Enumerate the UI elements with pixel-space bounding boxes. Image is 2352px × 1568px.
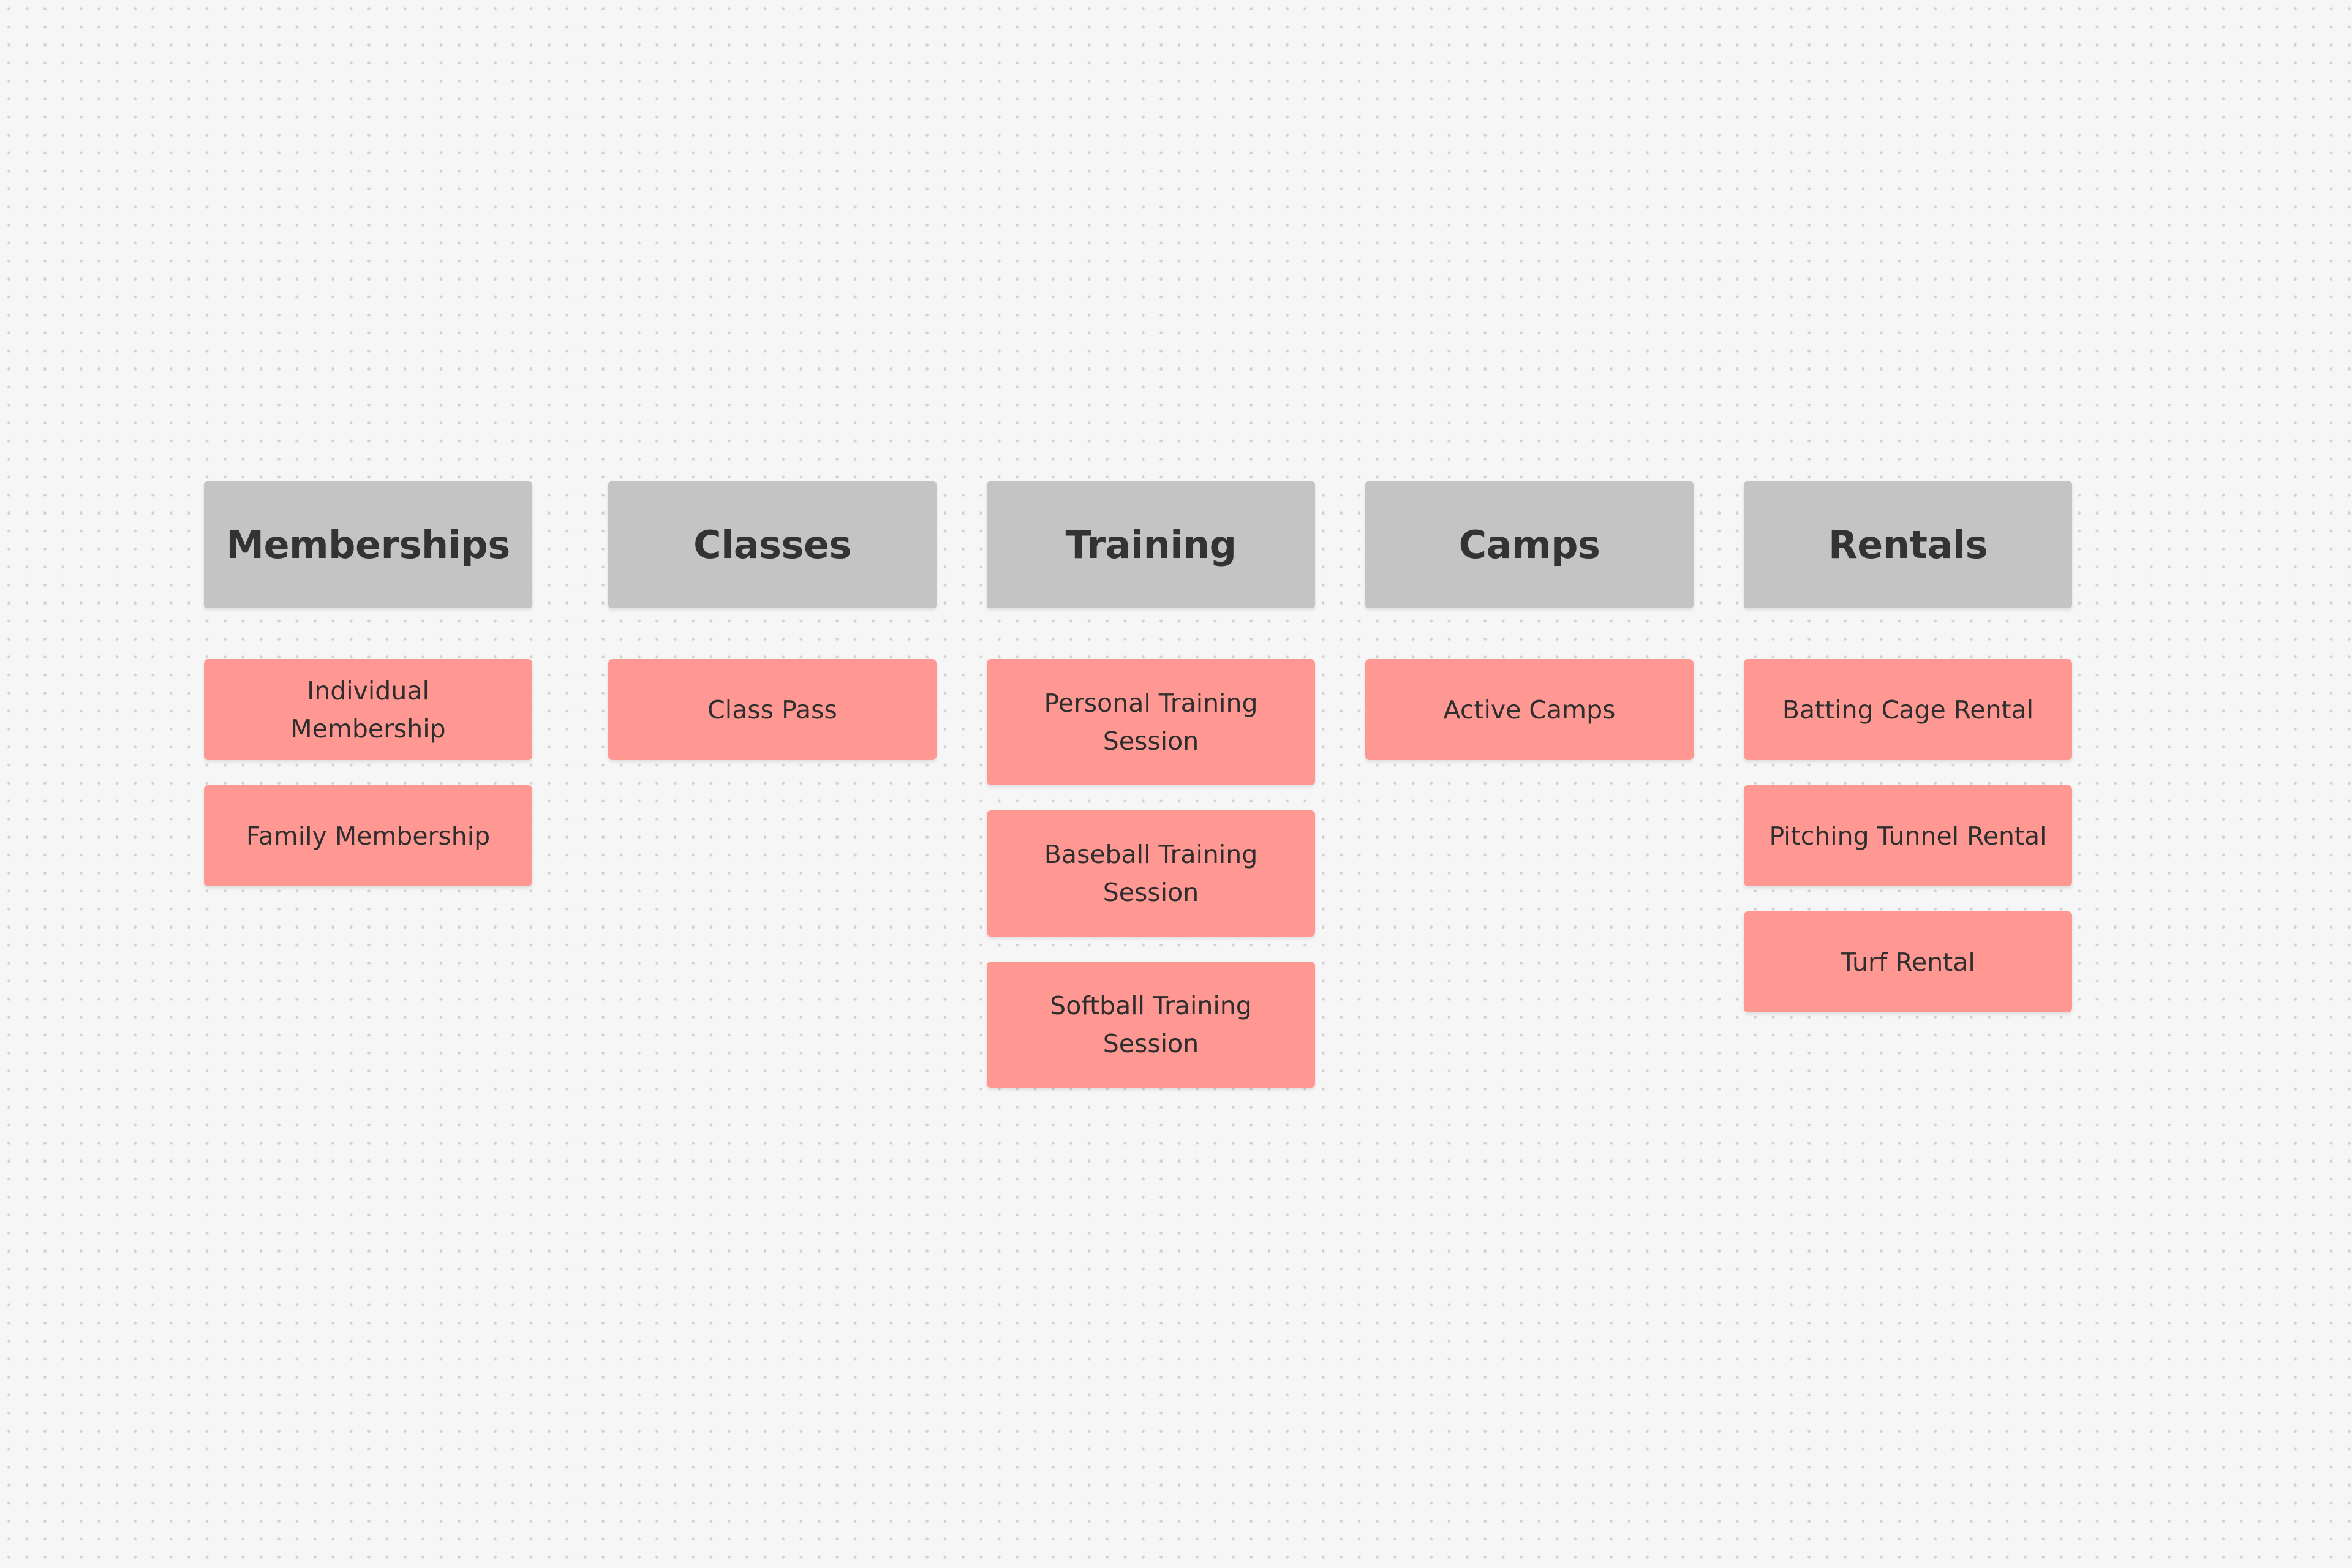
item-card-class-pass[interactable]: Class Pass [608,659,937,760]
item-label: Batting Cage Rental [1782,695,2034,725]
column-rentals: Rentals Batting Cage Rental Pitching Tun… [1744,481,2072,1012]
item-list-camps: Active Camps [1365,659,1694,760]
item-card-pitching-tunnel-rental[interactable]: Pitching Tunnel Rental [1744,785,2072,886]
item-label: Individual Membership [290,676,446,744]
item-card-turf-rental[interactable]: Turf Rental [1744,911,2072,1012]
header-card-rentals[interactable]: Rentals [1744,481,2072,608]
column-training: Training Personal Training Session Baseb… [987,481,1315,1088]
item-list-memberships: Individual Membership Family Membership [204,659,532,886]
item-label: Class Pass [707,695,837,725]
header-label-training: Training [1065,522,1237,567]
item-label: Pitching Tunnel Rental [1769,821,2047,851]
item-label: Family Membership [246,821,491,851]
item-label: Baseball Training Session [1044,840,1258,907]
item-label: Turf Rental [1841,947,1975,977]
item-label: Active Camps [1443,695,1616,725]
header-card-memberships[interactable]: Memberships [204,481,532,608]
item-card-batting-cage-rental[interactable]: Batting Cage Rental [1744,659,2072,760]
header-label-classes: Classes [693,522,851,567]
item-list-training: Personal Training Session Baseball Train… [987,659,1315,1088]
item-card-softball-training-session[interactable]: Softball Training Session [987,962,1315,1088]
column-memberships: Memberships Individual Membership Family… [204,481,532,886]
item-label: Personal Training Session [1044,688,1258,756]
item-list-rentals: Batting Cage Rental Pitching Tunnel Rent… [1744,659,2072,1012]
item-card-family-membership[interactable]: Family Membership [204,785,532,886]
header-card-training[interactable]: Training [987,481,1315,608]
header-card-camps[interactable]: Camps [1365,481,1694,608]
column-camps: Camps Active Camps [1365,481,1694,760]
column-classes: Classes Class Pass [608,481,937,760]
item-card-individual-membership[interactable]: Individual Membership [204,659,532,760]
item-label: Softball Training Session [1050,991,1252,1058]
item-card-personal-training-session[interactable]: Personal Training Session [987,659,1315,785]
header-card-classes[interactable]: Classes [608,481,937,608]
item-card-baseball-training-session[interactable]: Baseball Training Session [987,810,1315,937]
header-label-camps: Camps [1458,522,1600,567]
header-label-rentals: Rentals [1828,522,1988,567]
header-label-memberships: Memberships [226,522,510,567]
item-list-classes: Class Pass [608,659,937,760]
item-card-active-camps[interactable]: Active Camps [1365,659,1694,760]
